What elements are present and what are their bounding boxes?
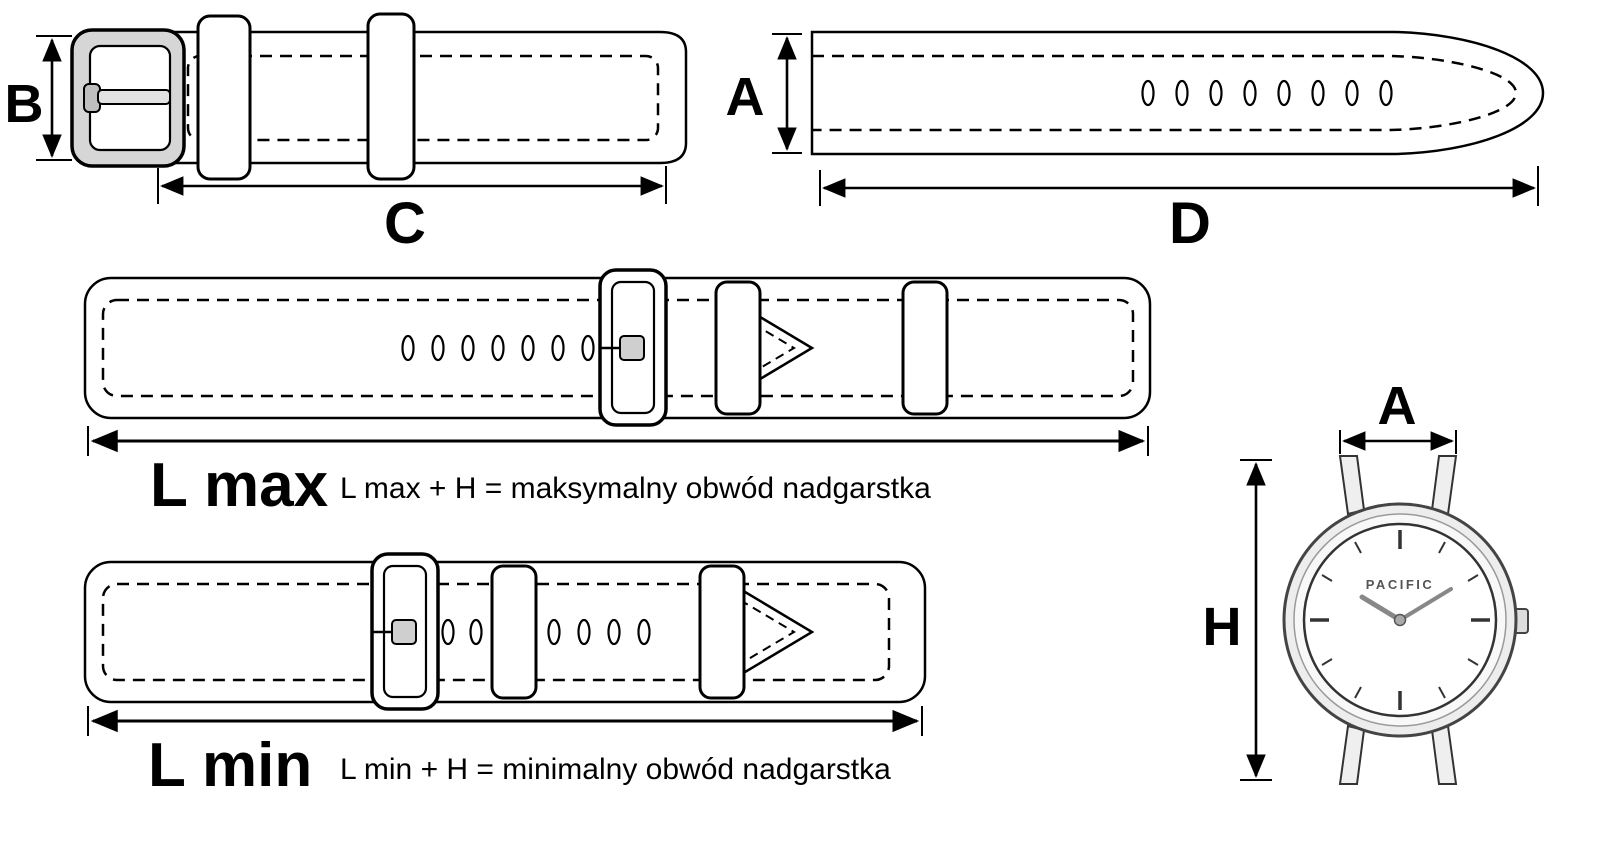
buckle — [370, 552, 440, 711]
watch-lug — [1430, 455, 1458, 516]
dim-a-watch-label: A — [1378, 376, 1417, 436]
lmin-label: L min — [148, 731, 312, 800]
lmax-label: L max — [150, 451, 329, 520]
keeper-loop — [196, 14, 252, 181]
adjustment-holes — [1141, 79, 1393, 107]
buckle-prong — [97, 89, 171, 105]
dimension-h: H — [1203, 459, 1272, 781]
stitching-dashed — [812, 54, 1518, 132]
dimension-b: B — [5, 35, 72, 161]
assembled-strap-lmin — [83, 552, 927, 711]
dimension-a-watch: A — [1339, 376, 1457, 454]
dim-a-label: A — [726, 67, 765, 127]
watch-brand-label: PACIFIC — [1366, 577, 1435, 592]
adjustment-holes — [401, 334, 595, 362]
hour-hand — [1359, 594, 1403, 623]
buckle-prong-knob — [619, 335, 645, 361]
dim-d-label: D — [1169, 191, 1211, 256]
keeper-loop — [714, 280, 762, 416]
buckle — [70, 28, 186, 168]
watch-drawing: PACIFIC — [1282, 455, 1529, 785]
strap-tip-stitching — [739, 599, 796, 665]
keeper-loop — [698, 564, 746, 700]
dim-b-label: B — [5, 74, 44, 134]
dimension-c: C — [157, 166, 667, 256]
dimension-d: D — [819, 166, 1539, 256]
lmax-caption: L max + H = maksymalny obwód nadgarstka — [340, 472, 931, 505]
keeper-loop — [490, 564, 538, 700]
dimension-lmin: L min L min + H = minimalny obwód nadgar… — [87, 706, 923, 800]
strap-body — [148, 30, 688, 165]
dimension-a-strap: A — [726, 33, 802, 154]
buckle-strap-piece — [70, 12, 688, 181]
minute-hand — [1398, 587, 1453, 622]
dim-c-label: C — [384, 191, 426, 256]
keeper-loop — [366, 12, 416, 181]
dim-h-label: H — [1203, 597, 1242, 657]
hour-markers — [1310, 530, 1490, 710]
watch-lug — [1338, 724, 1366, 785]
lmin-caption: L min + H = minimalny obwód nadgarstka — [340, 753, 891, 786]
watch-lug — [1338, 455, 1366, 516]
holes-strap-piece — [810, 30, 1545, 156]
keeper-loop — [901, 280, 949, 416]
adjustment-holes — [441, 618, 651, 646]
buckle — [598, 268, 668, 427]
hands-center — [1393, 613, 1407, 627]
buckle-prong-knob — [391, 619, 417, 645]
watch-lug — [1430, 724, 1458, 785]
dimension-lmax: L max L max + H = maksymalny obwód nadga… — [87, 426, 1149, 520]
assembled-strap-lmax — [83, 268, 1152, 427]
stitching-dashed — [186, 54, 660, 142]
